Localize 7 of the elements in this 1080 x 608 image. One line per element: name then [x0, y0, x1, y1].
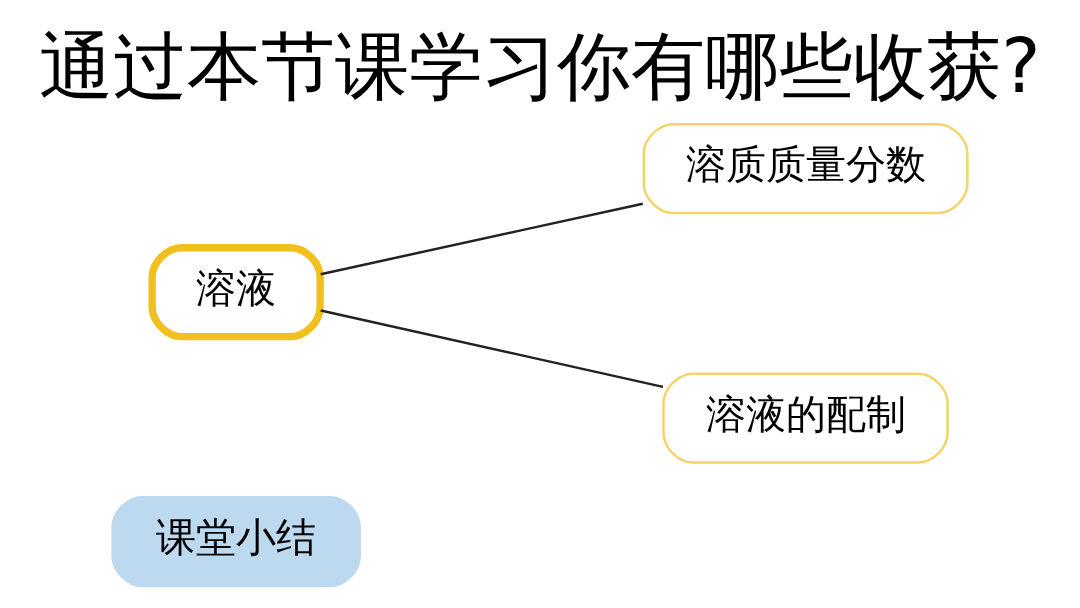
diagram-title: 通过本节课学习你有哪些收获? — [39, 22, 1041, 109]
node-box: 溶液的配制 — [662, 371, 949, 464]
label: 课堂小结 — [156, 515, 317, 560]
connector — [320, 202, 643, 275]
connector — [320, 308, 664, 388]
node-box: 溶质质量分数 — [642, 122, 969, 214]
node-box: 溶液 — [148, 243, 324, 340]
